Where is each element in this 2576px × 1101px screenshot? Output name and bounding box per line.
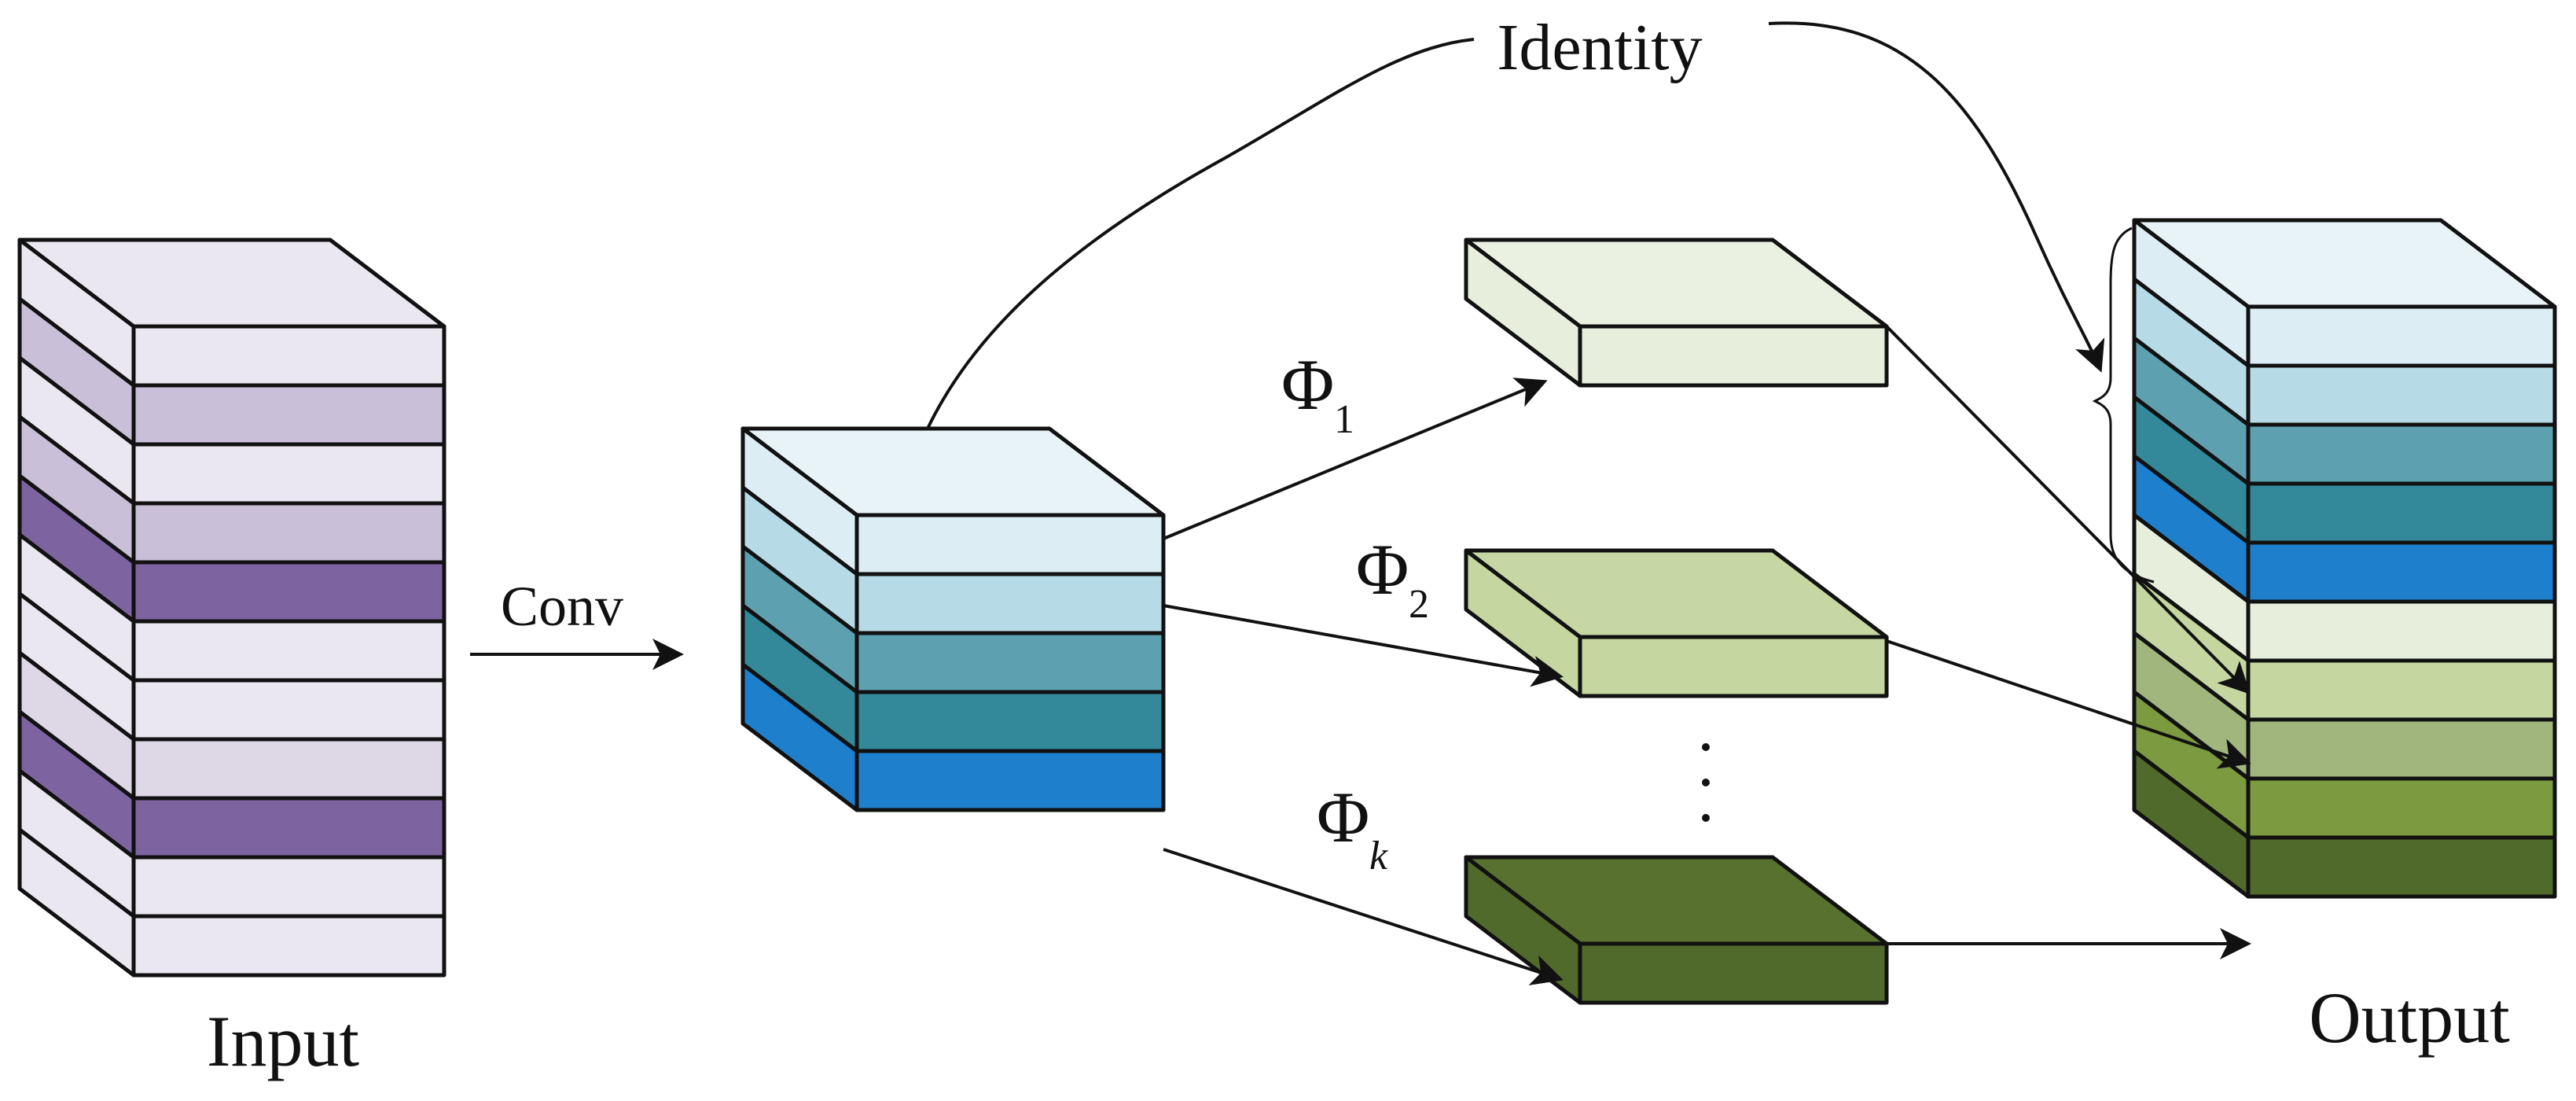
output-layer-front bbox=[2246, 363, 2557, 427]
output-layer-front bbox=[2246, 658, 2557, 722]
phi-k-arrow bbox=[1163, 848, 1564, 985]
conv-label: Conv bbox=[501, 575, 623, 638]
svg-text:k: k bbox=[1369, 834, 1388, 878]
svg-text:1: 1 bbox=[1334, 397, 1354, 442]
input-layer-front bbox=[131, 914, 446, 978]
svg-text:Φ: Φ bbox=[1281, 344, 1334, 425]
output-layer-front bbox=[2246, 481, 2557, 545]
input-layer-front bbox=[131, 442, 446, 506]
phi-1-arrow bbox=[1163, 377, 1548, 540]
phi-k-label: Φ k bbox=[1317, 777, 1388, 878]
identity-label: Identity bbox=[1497, 11, 1702, 84]
input-layer-front bbox=[131, 560, 446, 624]
intrinsic-layer-front bbox=[854, 513, 1166, 576]
ghost-feature-maps bbox=[1464, 238, 1889, 1005]
phi-1-label: Φ 1 bbox=[1281, 344, 1354, 442]
intrinsic-layer-front bbox=[854, 690, 1166, 753]
intrinsic-layer-front bbox=[854, 631, 1166, 694]
input-feature-stack bbox=[17, 238, 446, 978]
input-layer-front bbox=[131, 796, 446, 860]
output-layer-front bbox=[2246, 717, 2557, 781]
output-layer-front bbox=[2246, 776, 2557, 840]
identity-curve-left bbox=[926, 38, 1475, 429]
input-label: Input bbox=[207, 1001, 360, 1081]
intrinsic-layer-front bbox=[854, 749, 1166, 812]
input-layer-front bbox=[131, 383, 446, 447]
input-layer-front bbox=[131, 619, 446, 683]
intrinsic-layer-front bbox=[854, 572, 1166, 635]
input-layer-front bbox=[131, 324, 446, 388]
output-layer-front bbox=[2246, 599, 2557, 663]
identity-curve-right bbox=[1768, 21, 2105, 373]
edges bbox=[470, 21, 2251, 985]
input-layer-front bbox=[131, 501, 446, 565]
output-layer-front bbox=[2246, 304, 2557, 368]
ghost-map-2-front bbox=[1578, 635, 1889, 698]
input-layer-front bbox=[131, 737, 446, 801]
output-layer-front bbox=[2246, 540, 2557, 604]
output-layer-front bbox=[2246, 422, 2557, 486]
phi-2-arrow bbox=[1163, 604, 1564, 687]
ellipsis-dots bbox=[1702, 743, 1710, 822]
input-layer-front bbox=[131, 855, 446, 919]
ghost-2-to-output-arrow bbox=[1886, 639, 2251, 769]
output-layer-front bbox=[2246, 835, 2557, 899]
ghost-map-3-front bbox=[1578, 941, 1889, 1005]
svg-text:Φ: Φ bbox=[1356, 529, 1409, 609]
ghost-1-to-output-arrow bbox=[1885, 325, 2251, 694]
output-label: Output bbox=[2309, 978, 2510, 1058]
output-feature-stack bbox=[2132, 218, 2557, 899]
phi-2-label: Φ 2 bbox=[1356, 529, 1429, 627]
svg-text:2: 2 bbox=[1409, 582, 1429, 627]
svg-text:Φ: Φ bbox=[1317, 777, 1369, 857]
intrinsic-feature-stack bbox=[740, 426, 1166, 812]
input-layer-front bbox=[131, 678, 446, 742]
ghost-map-1-front bbox=[1578, 324, 1889, 388]
